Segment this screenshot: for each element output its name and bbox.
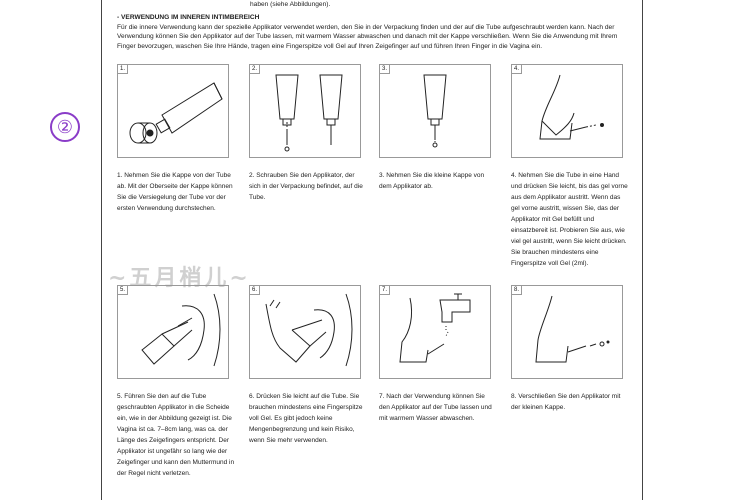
tubes-with-applicator-icon [275, 74, 343, 152]
watermark-text: ~五月梢儿~ [108, 265, 251, 291]
step-2-number: 2. [250, 65, 261, 74]
step-8-caption: 8. Verschließen Sie den Applikator mit d… [511, 393, 621, 411]
step-2-illustration: 2. [249, 64, 361, 158]
top-text-line: haben (siehe Abbildungen). [250, 1, 331, 8]
page-marker-circled-number: ② [50, 112, 80, 142]
page-border-left [101, 0, 102, 500]
applicator-insertion-icon [141, 293, 221, 367]
step-8-number: 8. [512, 286, 523, 295]
step-3-illustration: 3. [379, 64, 491, 158]
step-5-caption: 5. Führen Sie den auf die Tube geschraub… [117, 393, 235, 477]
tube-and-cap-icon [129, 82, 223, 144]
hand-squeezing-tube-icon [539, 74, 604, 140]
intro-paragraph: Für die innere Verwendung kann der spezi… [117, 24, 618, 50]
page-border-right [642, 0, 643, 500]
tube-with-applicator-cap-icon [423, 74, 447, 148]
step-1-illustration: 1. [117, 64, 229, 158]
step-5-illustration: 5. [117, 285, 229, 379]
step-6-illustration: 6. [249, 285, 361, 379]
closing-applicator-cap-icon [535, 295, 610, 363]
step-7-number: 7. [380, 286, 391, 295]
section-title: - VERWENDUNG IM INNEREN INTIMBEREICH [117, 14, 260, 21]
step-3-number: 3. [380, 65, 391, 74]
step-2-caption: 2. Schrauben Sie den Applikator, der sic… [249, 172, 363, 201]
step-6-number: 6. [250, 286, 261, 295]
step-3-caption: 3. Nehmen Sie die kleine Kappe von dem A… [379, 172, 485, 190]
step-4-number: 4. [512, 65, 523, 74]
step-7-illustration: 7. [379, 285, 491, 379]
step-5-number: 5. [118, 286, 129, 295]
pressing-tube-icon [265, 293, 353, 367]
step-1-caption: 1. Nehmen Sie die Kappe von der Tube ab.… [117, 172, 233, 212]
washing-applicator-tap-icon [399, 293, 471, 363]
step-4-caption: 4. Nehmen Sie die Tube in eine Hand und … [511, 172, 628, 267]
step-6-caption: 6. Drücken Sie leicht auf die Tube. Sie … [249, 393, 363, 444]
step-7-caption: 7. Nach der Verwendung können Sie den Ap… [379, 393, 492, 422]
step-4-illustration: 4. [511, 64, 623, 158]
step-8-illustration: 8. [511, 285, 623, 379]
step-1-number: 1. [118, 65, 129, 74]
